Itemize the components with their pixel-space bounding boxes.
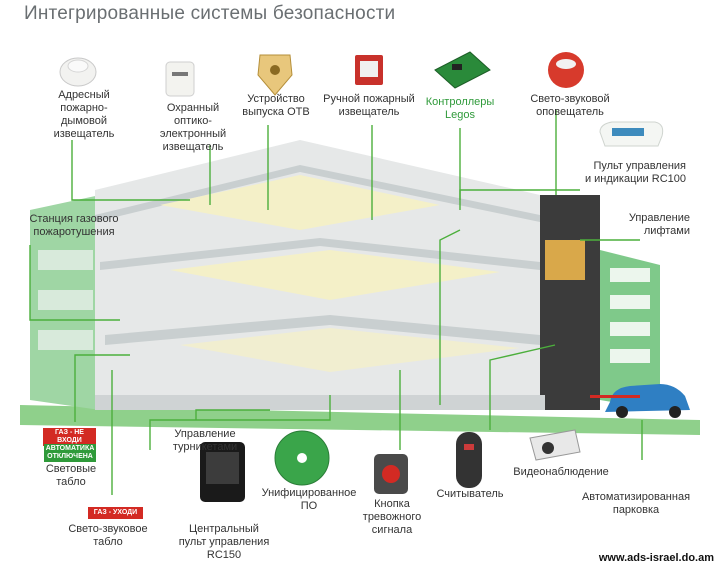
rc100-icon [599,121,664,147]
label-software: Унифицированное ПО [261,487,357,512]
leader-lines [29,110,643,495]
smoke-detector-icon [59,57,97,87]
label-light-board: Световые табло [45,463,97,488]
otv-release-icon [257,54,293,96]
optical-detector-icon [165,61,195,97]
controllers-icon [434,51,491,89]
watermark: www.ads-israel.do.am [598,552,714,564]
label-elevator: Управление лифтами [628,212,690,237]
label-turnstile: Управление турникетами [172,428,238,453]
manual-call-point-icon [355,55,383,85]
label-rc150: Центральный пульт управления RC150 [178,523,270,561]
elevator-cab [545,240,585,280]
software-disc-icon [274,430,330,486]
cctv-camera-icon [529,429,581,461]
label-sounder: Свето-звуковой оповещатель [530,93,610,118]
floor-slab-2 [100,238,540,270]
label-smoke-detector: Адресный пожарно-дымовой извещатель [53,89,115,140]
label-otv-release: Устройство выпуска ОТВ [242,93,310,118]
sign-gas-leave: ГАЗ - УХОДИ [88,507,143,519]
label-gas-station: Станция газового пожаротушения [29,213,119,238]
label-controllers: Контроллеры Legos [425,96,495,121]
parking-barrier [590,395,640,398]
page-title: Интегрированные системы безопасности [24,3,396,24]
label-reader: Считыватель [436,488,504,500]
label-manual-call-point: Ручной пожарный извещатель [323,93,415,118]
elevator-shaft [540,195,600,410]
floor-slab-1 [105,315,540,345]
ground [20,405,700,435]
panic-button-icon [374,454,408,494]
car [605,384,690,418]
label-panic-button: Кнопка тревожного сигнала [362,498,422,536]
reader-icon [456,432,482,488]
label-parking: Автоматизированная парковка [581,491,691,516]
rc150-icon [200,442,245,502]
sign-auto-off: АВТОМАТИКА ОТКЛЮЧЕНА [44,444,96,462]
sounder-icon [548,52,584,88]
label-rc100: Пульт управления и индикации RC100 [584,160,686,185]
sign-gas-no-entry: ГАЗ - НЕ ВХОДИ [43,428,96,446]
label-sound-board: Свето-звуковое табло [68,523,148,548]
label-optical-detector: Охранный оптико-электронный извещатель [159,102,227,153]
label-cctv: Видеонаблюдение [513,466,609,478]
